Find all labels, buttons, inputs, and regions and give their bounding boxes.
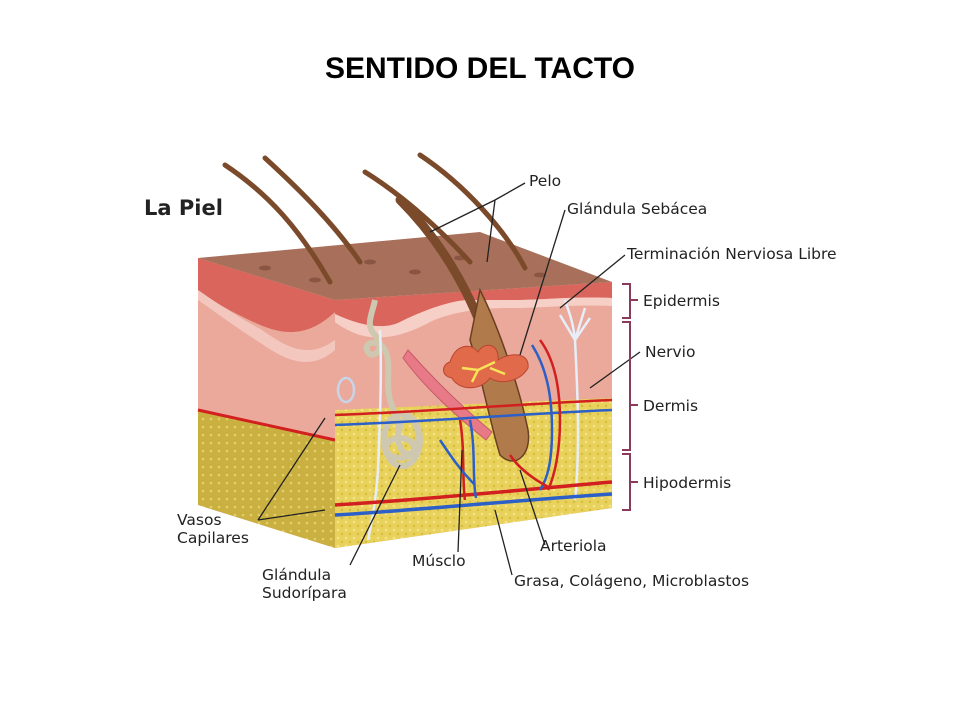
label-sudoripara: Sudorípara: [262, 584, 347, 602]
label-epidermis: Epidermis: [643, 292, 720, 310]
blood-vessels: [334, 339, 613, 517]
label-dermis: Dermis: [643, 397, 699, 415]
leader-lines: [257, 182, 641, 576]
label-pelo: Pelo: [529, 172, 562, 190]
label-nervio: Nervio: [645, 343, 696, 361]
label-capilares: Capilares: [177, 529, 249, 547]
nerve-fibers: [336, 299, 592, 541]
diagram-heading: La Piel: [144, 196, 223, 220]
label-arteriola: Arteriola: [540, 537, 607, 555]
skin-surface: [198, 232, 612, 300]
label-grasa-colageno: Grasa, Colágeno, Microblastos: [514, 572, 750, 590]
label-musculo: Músclo: [412, 552, 466, 570]
layer-brackets: [622, 283, 638, 511]
label-hipodermis: Hipodermis: [643, 474, 732, 492]
skin-block-side-face: [197, 258, 336, 548]
slide-title: SENTIDO DEL TACTO: [324, 52, 636, 85]
label-terminacion-nerviosa: Terminación Nerviosa Libre: [627, 245, 837, 263]
label-vasos: Vasos: [177, 511, 222, 529]
sweat-gland: [363, 299, 423, 469]
label-glandula-sebacea: Glándula Sebácea: [567, 200, 708, 218]
label-glandula: Glándula: [262, 566, 332, 584]
